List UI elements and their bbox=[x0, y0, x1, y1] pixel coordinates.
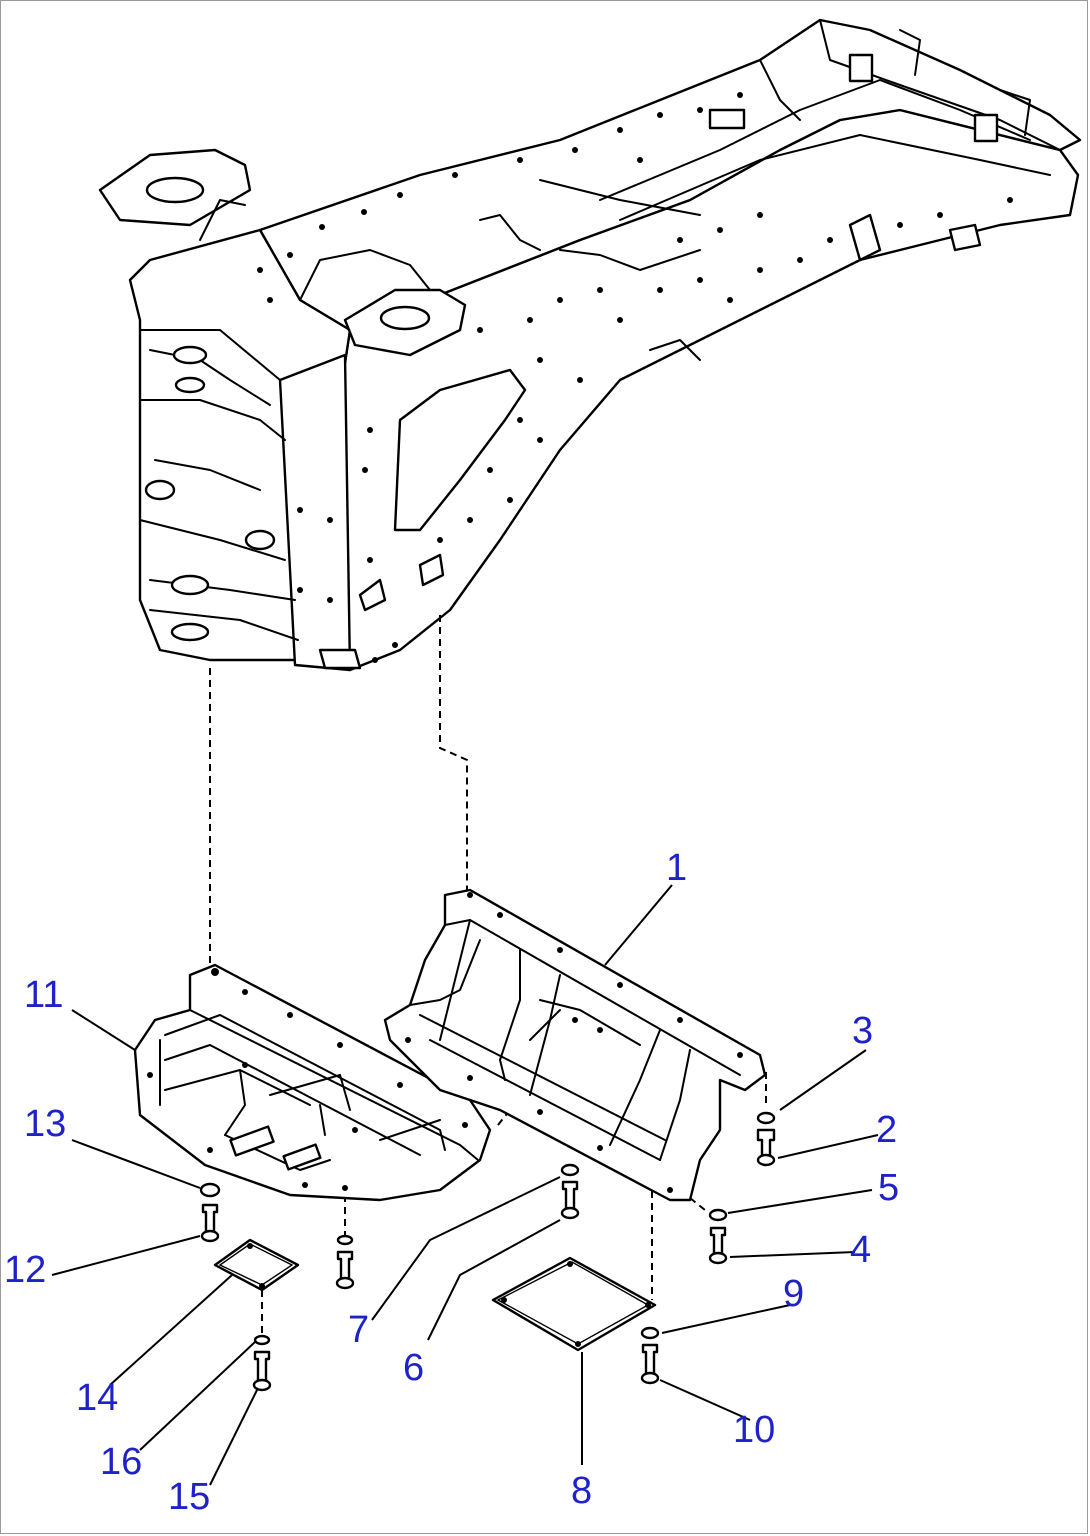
callout-16: 16 bbox=[100, 1441, 142, 1483]
callout-13: 13 bbox=[24, 1103, 66, 1145]
callout-3: 3 bbox=[852, 1010, 873, 1052]
callout-9: 9 bbox=[783, 1273, 804, 1315]
callout-15: 15 bbox=[168, 1476, 210, 1518]
callout-12: 12 bbox=[4, 1249, 46, 1291]
guard-11 bbox=[133, 963, 492, 1202]
callout-1: 1 bbox=[666, 847, 687, 889]
callout-2: 2 bbox=[876, 1109, 897, 1151]
rear-bracket bbox=[848, 53, 874, 83]
assembly-lines bbox=[209, 615, 767, 1335]
callout-14: 14 bbox=[76, 1377, 118, 1419]
leader-lines bbox=[51, 884, 879, 1486]
frame-side-window bbox=[393, 368, 527, 532]
rear-frame-top bbox=[258, 18, 1082, 332]
callouts: 1 2 3 4 5 6 7 8 9 10 11 12 13 14 15 16 bbox=[4, 847, 899, 1518]
callout-4: 4 bbox=[850, 1229, 871, 1271]
fasteners bbox=[199, 1111, 776, 1392]
callout-11: 11 bbox=[24, 974, 63, 1016]
frame-bolt-holes bbox=[257, 92, 1013, 663]
callout-7: 7 bbox=[348, 1309, 369, 1351]
cover-8 bbox=[491, 1256, 657, 1352]
main-frame bbox=[98, 18, 1082, 672]
callout-10: 10 bbox=[733, 1409, 775, 1451]
callout-6: 6 bbox=[403, 1347, 424, 1389]
cover-14 bbox=[213, 1238, 300, 1292]
guard-1 bbox=[383, 888, 767, 1202]
callout-5: 5 bbox=[878, 1167, 899, 1209]
callout-8: 8 bbox=[571, 1470, 592, 1512]
